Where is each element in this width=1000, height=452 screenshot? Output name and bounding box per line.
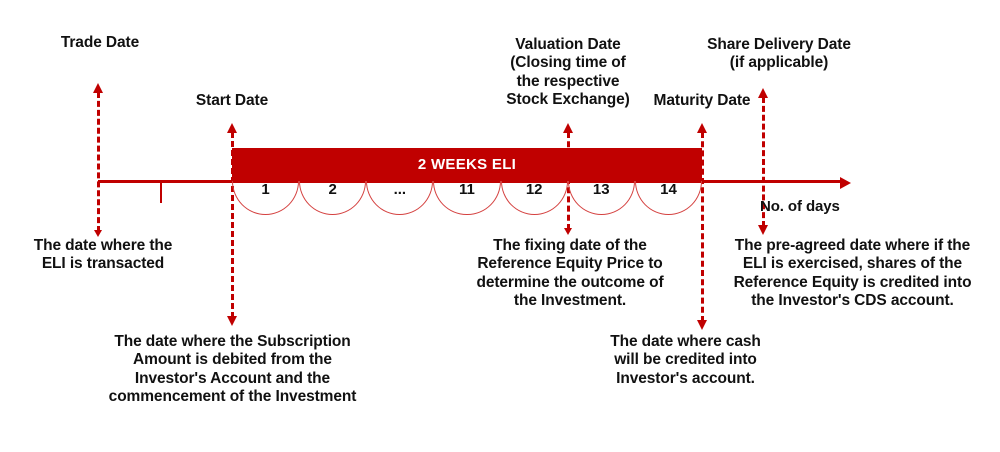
share-delivery-connector	[762, 97, 765, 227]
maturity-date-arrow-down	[696, 320, 707, 330]
axis-tick-mark	[160, 181, 162, 203]
start-date-arrow-down	[226, 316, 237, 326]
share-delivery-arrow-up	[757, 88, 768, 98]
axis-label-days: No. of days	[760, 198, 840, 215]
share-delivery-date-label: Share Delivery Date (if applicable)	[707, 36, 851, 72]
start-date-connector	[231, 132, 234, 318]
day-number: 14	[660, 181, 677, 198]
day-number: 1	[261, 181, 270, 198]
maturity-date-description: The date where cash will be credited int…	[610, 333, 761, 387]
day-arcs-row: 1 2 ... 11 12 13 14	[232, 181, 703, 215]
day-number: 11	[459, 181, 475, 198]
eli-duration-bar: 2 WEEKS ELI	[232, 148, 702, 180]
valuation-date-label: Valuation Date (Closing time of the resp…	[506, 36, 630, 108]
trade-date-connector	[97, 92, 100, 232]
trade-date-label: Trade Date	[60, 34, 140, 51]
start-date-arrow-up	[226, 123, 237, 133]
maturity-date-connector	[701, 132, 704, 322]
maturity-date-arrow-up	[696, 123, 707, 133]
day-number: 2	[328, 181, 337, 198]
eli-bar-label: 2 WEEKS ELI	[417, 155, 517, 173]
trade-date-description: The date where the ELI is transacted	[33, 237, 173, 273]
day-number: 12	[525, 181, 543, 198]
time-axis-arrowhead	[840, 176, 851, 189]
day-number: ...	[393, 181, 407, 198]
start-date-label: Start Date	[195, 92, 269, 109]
trade-date-arrow-up	[92, 83, 103, 93]
valuation-date-arrow-down	[563, 228, 572, 235]
day-number: 13	[592, 181, 610, 198]
valuation-date-arrow-up	[562, 123, 573, 133]
start-date-description: The date where the Subscription Amount i…	[108, 333, 357, 405]
trade-date-arrow-down	[93, 230, 102, 237]
maturity-date-label: Maturity Date	[653, 92, 751, 109]
share-delivery-description: The pre-agreed date where if the ELI is …	[733, 237, 972, 309]
valuation-date-description: The fixing date of the Reference Equity …	[476, 237, 664, 309]
share-delivery-arrow-down	[757, 225, 768, 235]
